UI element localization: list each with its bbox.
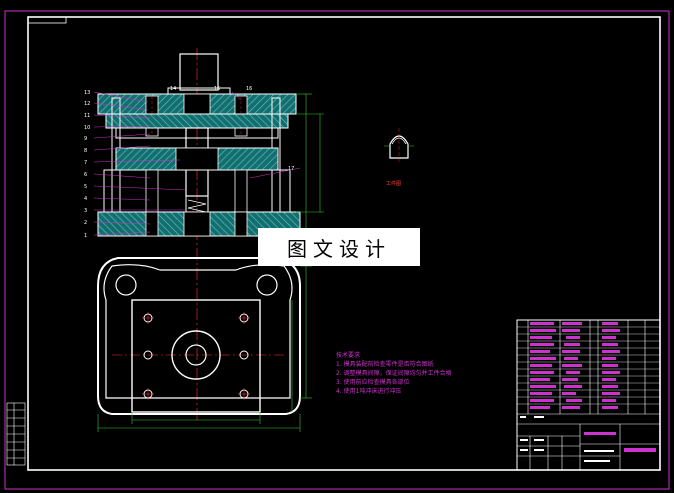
part-no-4: 4 [84,196,87,202]
die-shank [179,53,219,91]
watermark-text: 图文设计 [287,236,391,261]
plan-view-dimensions [97,265,312,432]
part-no-7: 7 [84,160,87,166]
die-cavity [175,147,219,171]
part-no-5: 5 [84,184,87,190]
guide-bushing-left [115,274,137,296]
part-no-6: 6 [84,172,87,178]
base-bore [183,211,211,237]
die-plate-plan [131,299,261,413]
part-no-9: 9 [84,136,87,142]
part-no-14: 14 [170,86,176,92]
part-no-3: 3 [84,208,87,214]
part-no-2: 2 [84,220,87,226]
part-numbers-left: 13 12 11 10 9 8 7 6 5 4 3 2 1 14 15 16 1… [84,86,294,239]
title-block-text-marks [520,416,614,462]
base-bolt-right [234,211,248,237]
drawing-frame [27,16,661,471]
part-leaders-left [93,91,301,236]
plan-view [97,257,312,432]
guide-boss-outline [103,264,293,399]
lower-die-outline [97,257,301,415]
workpiece-label: 工件图 [386,181,402,187]
part-no-8: 8 [84,148,87,154]
guide-bushing-right [256,274,278,296]
lower-bolt-right [234,169,248,219]
technical-requirement-1: 1. 模具装配前检查零件是否符合图纸 [336,361,434,368]
part-no-1: 1 [84,233,87,239]
part-no-11: 11 [84,113,90,119]
part-no-15: 15 [214,86,220,92]
binding-strip-table [6,402,26,466]
watermark-banner: 图文设计 [258,228,420,266]
part-no-12: 12 [84,101,90,107]
workpiece-sketch [384,128,414,164]
title-block [516,319,661,471]
screw-hole-centers [142,312,250,400]
part-no-16: 16 [246,86,252,92]
technical-requirements: 技术要求 1. 模具装配前检查零件是否符合图纸 2. 调整模具间隙，保证间隙均匀… [336,351,452,396]
sheet-outer-border [4,10,670,490]
screw-holes [143,313,249,399]
technical-requirement-4: 4. 使用1吨冲床进行冲压 [336,388,402,395]
die-opening-inner [185,344,207,366]
lower-bolt-left [145,169,159,219]
punch-holder-plate [105,113,289,129]
technical-requirements-title: 技术要求 [336,352,361,359]
front-section-view: 13 12 11 10 9 8 7 6 5 4 3 2 1 14 15 16 1… [84,48,324,420]
part-no-10: 10 [84,125,90,131]
shank-bore [183,93,211,115]
parts-list-rows [517,326,660,405]
die-opening-outer [171,330,221,380]
part-no-17: 17 [288,166,294,172]
technical-requirement-2: 2. 调整模具间隙，保证间隙均匀并工件合格 [336,370,452,377]
technical-requirement-3: 3. 使用前应检查模具各部位 [336,379,410,386]
frame-corner-tab [27,16,67,24]
part-no-13: 13 [84,90,90,96]
parts-list-entries [530,322,656,452]
